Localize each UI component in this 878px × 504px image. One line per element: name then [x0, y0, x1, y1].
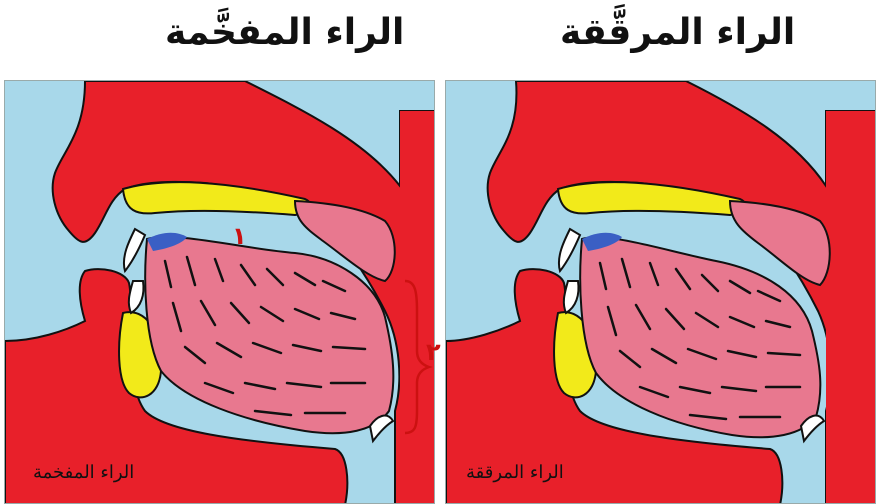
label-marker-one: ١: [232, 222, 247, 250]
vocal-tract-heavy-drawing: [5, 81, 435, 504]
caption-light-ra: الراء المرققة: [466, 462, 564, 483]
title-heavy-ra: الراء المفخَّمة: [165, 12, 404, 53]
title-light-ra: الراء المرقَّقة: [560, 12, 795, 53]
vocal-tract-light-drawing: [446, 81, 876, 504]
caption-heavy-ra: الراء المفخمة: [33, 462, 134, 483]
diagram-heavy-ra: الراء المفخمة: [4, 80, 435, 504]
diagram-light-ra: الراء المرققة: [445, 80, 876, 504]
label-marker-two: ٢: [426, 338, 441, 366]
